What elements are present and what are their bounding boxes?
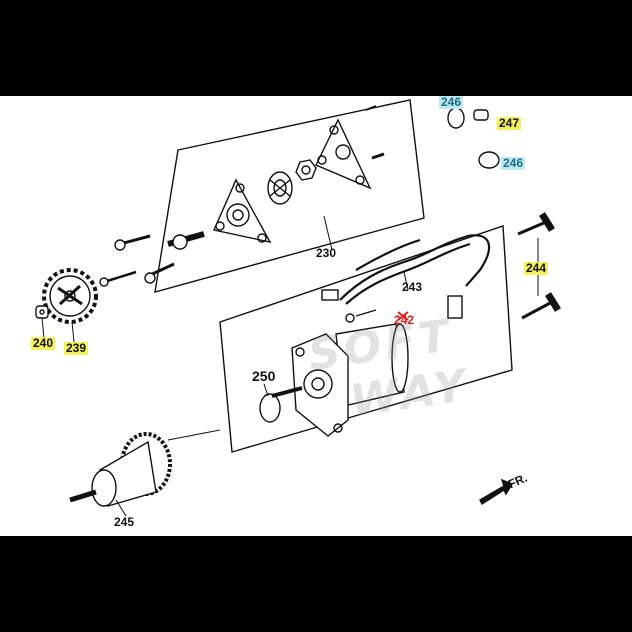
starter-clutch bbox=[69, 432, 172, 507]
label-250: 250 bbox=[252, 368, 276, 384]
shaft bbox=[144, 231, 205, 284]
bearing bbox=[267, 171, 293, 205]
front-arrow-icon bbox=[479, 478, 514, 506]
sprocket bbox=[42, 268, 98, 324]
small-bolt bbox=[371, 152, 385, 160]
frame-230 bbox=[154, 99, 425, 293]
label-246-lower: 246 bbox=[501, 156, 526, 170]
o-ring-lower bbox=[478, 151, 500, 169]
o-ring-upper bbox=[447, 107, 465, 129]
cap bbox=[473, 109, 489, 121]
label-244: 244 bbox=[524, 261, 549, 275]
gear-housing bbox=[213, 178, 272, 244]
frame-starter bbox=[219, 225, 513, 453]
bolt-left-upper bbox=[99, 234, 151, 287]
bushing bbox=[35, 305, 49, 319]
label-240: 240 bbox=[31, 336, 56, 350]
wiring-harness bbox=[321, 234, 490, 323]
hex-nut bbox=[295, 159, 317, 181]
leader-lines bbox=[41, 215, 539, 517]
mounting-plate bbox=[315, 118, 372, 190]
starter-motor bbox=[271, 323, 409, 437]
o-ring-250 bbox=[259, 393, 281, 423]
label-239: 239 bbox=[64, 341, 89, 355]
highlight-marker bbox=[397, 311, 409, 321]
label-230: 230 bbox=[316, 246, 337, 260]
label-247: 247 bbox=[497, 116, 522, 130]
label-243: 243 bbox=[402, 280, 423, 294]
bolt-244-upper bbox=[517, 212, 555, 236]
top-letterbox bbox=[0, 0, 632, 96]
label-245: 245 bbox=[114, 515, 135, 529]
label-246-upper: 246 bbox=[439, 95, 464, 109]
bottom-letterbox bbox=[0, 536, 632, 632]
label-242: 242 bbox=[394, 313, 415, 327]
bolt-244-lower bbox=[521, 292, 561, 320]
